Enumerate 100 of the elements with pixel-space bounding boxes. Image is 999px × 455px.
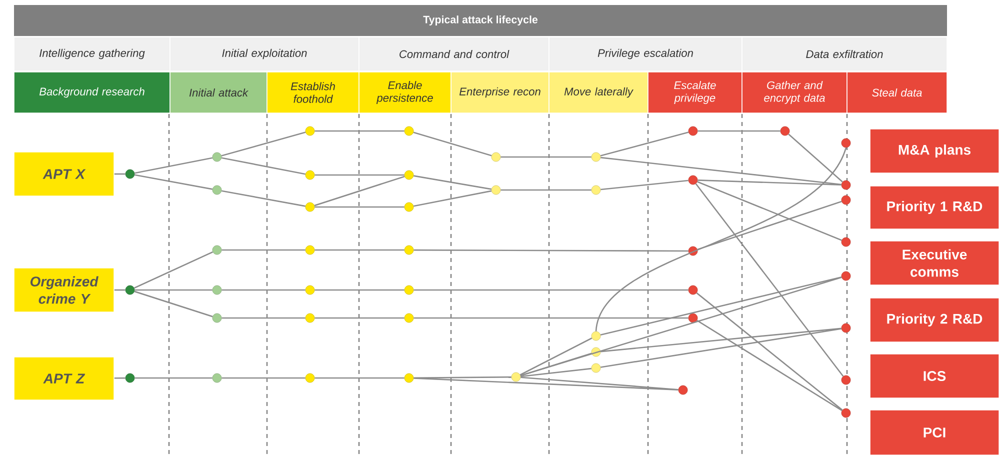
path-dot (404, 170, 414, 180)
connector-line (520, 338, 592, 376)
connector-line (222, 377, 306, 379)
path-dot (591, 331, 601, 341)
path-dot (305, 373, 315, 383)
connector-line (600, 132, 689, 156)
connector-line (314, 317, 404, 319)
connector-line (413, 132, 492, 156)
connector-line (314, 289, 404, 291)
connector-line (600, 276, 842, 336)
connector-line (600, 328, 842, 368)
stage-cell: Gather and encrypt data (742, 72, 848, 114)
connector-line (414, 175, 492, 190)
connector-line (698, 180, 842, 186)
connector-line (222, 157, 306, 175)
stage-cell: Initial attack (170, 72, 268, 114)
path-dot (688, 285, 698, 295)
title-bar: Typical attack lifecycle (14, 5, 947, 36)
path-dot (841, 195, 851, 205)
connector-line (414, 378, 678, 390)
target-box: Priority 1 R&D (870, 186, 999, 230)
stage-cell: Enterprise recon (450, 72, 550, 114)
connector-line (134, 377, 212, 379)
stage-cell: Background research (14, 72, 170, 114)
connector-line (600, 328, 842, 352)
connector-line (134, 174, 212, 190)
path-dot (841, 180, 851, 190)
path-dot (591, 152, 601, 162)
phase-header: Intelligence gathering (14, 36, 170, 72)
path-dot (591, 363, 601, 373)
connector-line (314, 377, 404, 379)
connector-line (314, 206, 404, 208)
path-dot (591, 347, 601, 357)
connector-line (134, 290, 213, 318)
connector-line (222, 190, 306, 207)
path-dot (841, 408, 851, 418)
connector-line (600, 180, 688, 190)
target-box: ICS (870, 354, 999, 398)
connector-line (595, 147, 847, 332)
connector-line (788, 134, 843, 182)
connector-line (520, 276, 842, 376)
connector-line (114, 289, 126, 291)
path-dot (212, 185, 222, 195)
connector-line (222, 317, 306, 319)
path-dot (125, 285, 135, 295)
path-dot (404, 313, 414, 323)
target-box: PCI (870, 410, 999, 455)
connector-line (696, 320, 842, 412)
path-dot (212, 245, 222, 255)
path-dot (491, 185, 501, 195)
connector-line (114, 173, 126, 175)
actor-box: APT Z (14, 356, 114, 400)
path-dot (841, 271, 851, 281)
path-dot (841, 237, 851, 247)
connector-line (314, 176, 405, 206)
connector-line (695, 183, 844, 377)
target-box: Priority 2 R&D (870, 298, 999, 342)
path-dot (678, 385, 688, 395)
phase-header: Data exfiltration (742, 36, 948, 72)
connector-line (222, 289, 306, 291)
stage-cell: Enable persistence (358, 72, 452, 114)
path-dot (305, 285, 315, 295)
stage-cell: Establish foothold (266, 72, 360, 114)
connector-line (314, 174, 404, 176)
path-dot (404, 245, 414, 255)
connector-line (414, 317, 688, 319)
path-dot (305, 245, 315, 255)
path-dot (212, 152, 222, 162)
connector-line (222, 249, 306, 251)
connector-line (697, 181, 842, 241)
target-box: M&A plans (870, 128, 999, 174)
path-dot (491, 152, 501, 162)
actor-box: Organized crime Y (14, 268, 114, 312)
connector-line (500, 156, 592, 158)
stage-cell: Steal data (846, 72, 948, 114)
path-dot (404, 285, 414, 295)
connector-line (134, 251, 214, 289)
path-dot (125, 169, 135, 179)
connector-line (221, 132, 306, 156)
path-dot (212, 373, 222, 383)
path-dot (125, 373, 135, 383)
path-dot (780, 126, 790, 136)
connector-line (114, 377, 126, 379)
connector-line (134, 157, 213, 174)
connector-line (314, 249, 404, 251)
path-dot (212, 313, 222, 323)
connector-line (696, 292, 843, 411)
target-box: Executive comms (870, 240, 999, 286)
phase-header: Command and control (358, 36, 550, 72)
phase-header: Initial exploitation (170, 36, 360, 72)
connector-line (500, 189, 592, 191)
path-dot (841, 375, 851, 385)
connector-line (600, 156, 842, 186)
path-dot (688, 175, 698, 185)
connector-line (520, 368, 592, 378)
path-dot (305, 313, 315, 323)
path-dot (841, 138, 851, 148)
connector-line (414, 249, 688, 252)
path-dot (305, 170, 315, 180)
path-dot (404, 126, 414, 136)
